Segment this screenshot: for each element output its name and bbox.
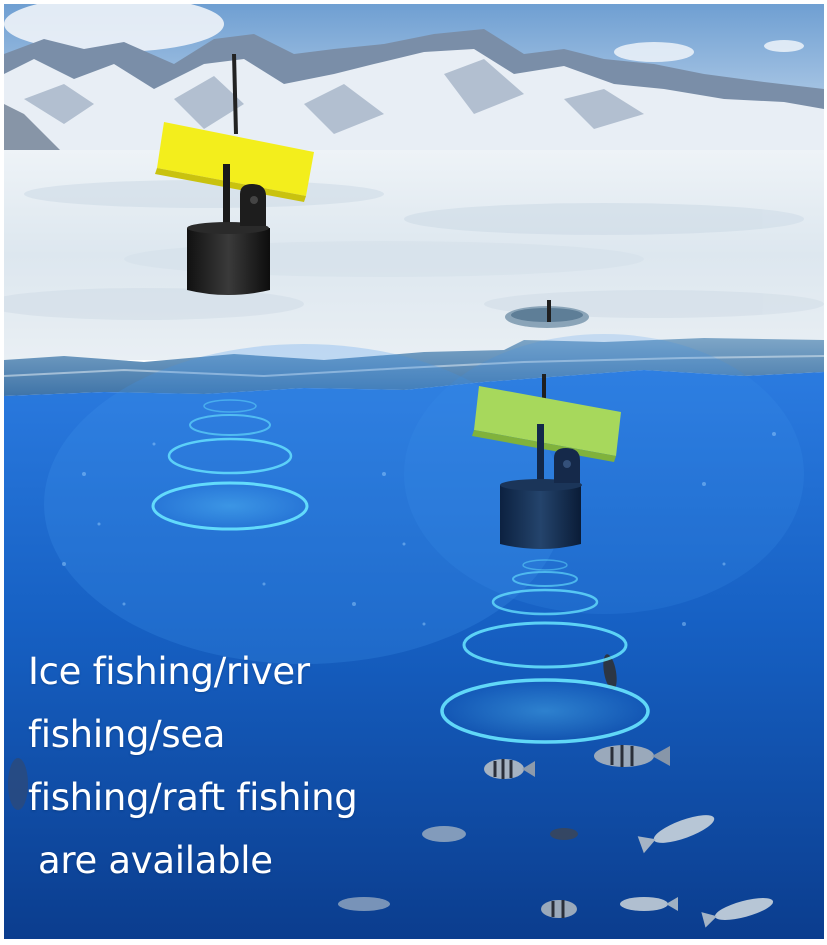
fish-school [8,654,774,928]
caption-line-2: fishing/sea [28,713,226,756]
scene-illustration [4,4,824,939]
cloud [764,40,804,52]
ice-fishing-scene [4,4,824,939]
caption-line-1: Ice fishing/river [28,650,310,693]
caption-line-4: are available [38,839,273,882]
usage-caption: Ice fishing/river fishing/sea fishing/ra… [28,640,448,892]
snowy-mountains [4,29,824,154]
sonar-transducer-icon [155,53,314,295]
cloud [614,42,694,62]
bubbles [62,432,776,626]
caption-line-3: fishing/raft fishing [28,776,358,819]
sonar-transducer-icon [472,374,621,549]
cloud [4,4,224,52]
